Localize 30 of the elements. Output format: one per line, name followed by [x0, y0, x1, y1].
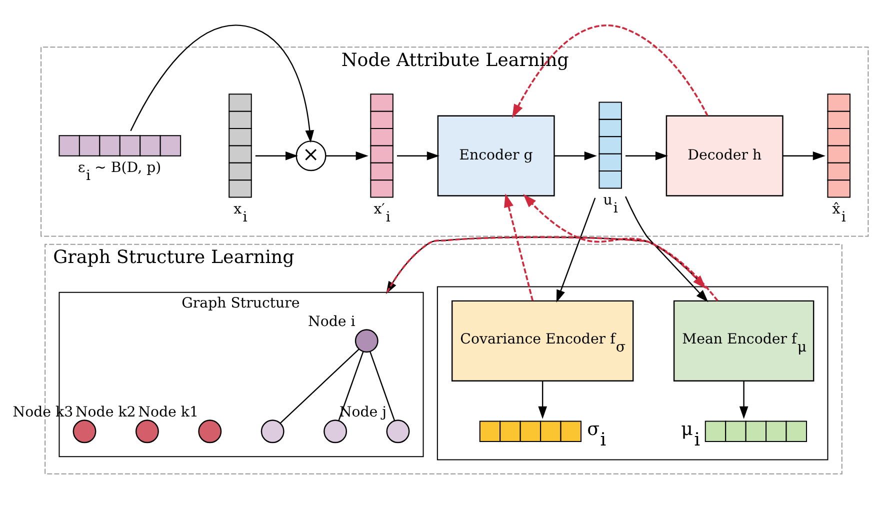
arrow [512, 24, 708, 118]
arrow [739, 380, 748, 418]
node-circle [72, 419, 96, 443]
node-circle: × [296, 140, 326, 171]
arrow [626, 150, 668, 160]
connector [370, 351, 396, 420]
arrow [130, 24, 314, 142]
node-label: Node i [308, 313, 356, 330]
arrow [783, 150, 826, 160]
arrow [538, 380, 547, 418]
arrow [396, 150, 440, 160]
cluster [436, 286, 828, 460]
node-label: Node k1 [138, 404, 198, 420]
arrow [326, 150, 368, 160]
node-label: Node k2 [75, 404, 136, 420]
arrow [504, 192, 534, 300]
connector [280, 348, 360, 423]
node-circle [386, 419, 410, 443]
arrow [624, 196, 708, 302]
arrow [255, 150, 298, 160]
node-circle [354, 328, 378, 352]
node-box: Encoder g [437, 114, 555, 196]
arrow [554, 150, 597, 160]
arrow [523, 193, 718, 301]
arrow [556, 197, 596, 302]
node-circle [260, 419, 284, 443]
node-circle [198, 419, 222, 443]
node-circle [135, 419, 159, 443]
node-box: Decoder h [666, 114, 784, 196]
node-circle [324, 419, 348, 443]
